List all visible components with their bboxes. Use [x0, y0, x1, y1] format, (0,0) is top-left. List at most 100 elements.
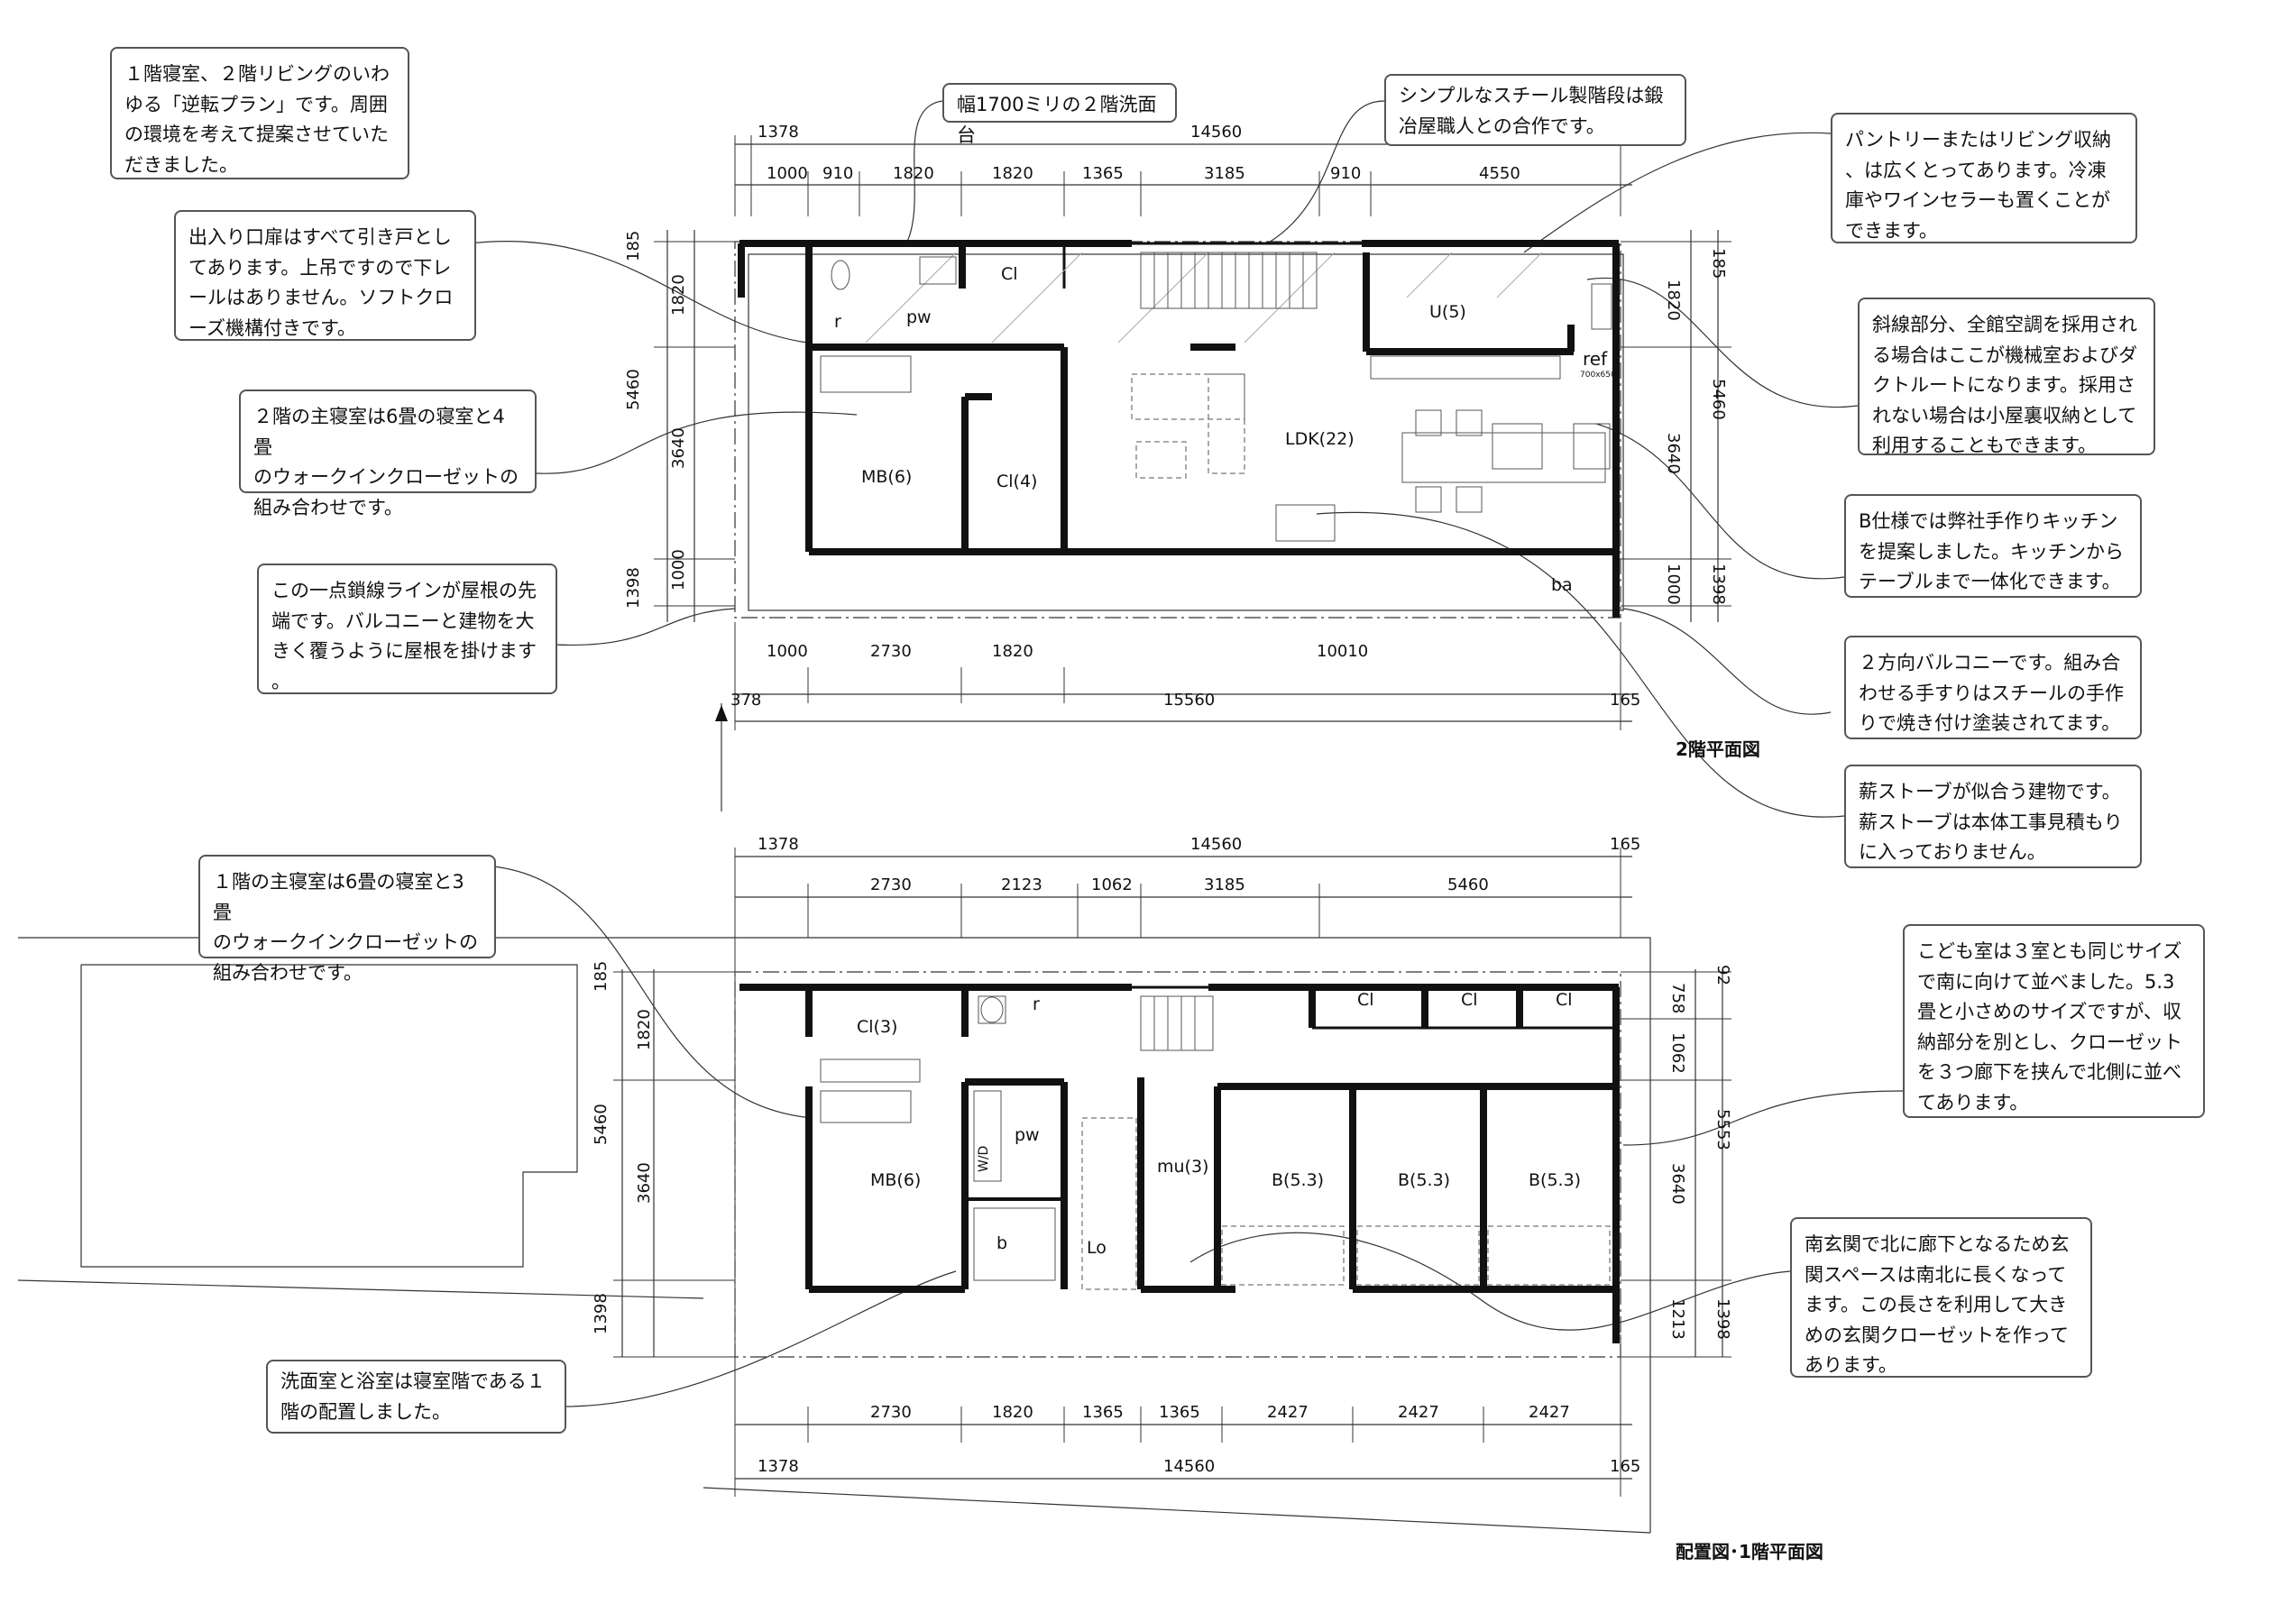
- f1-room-cl3: Cl(3): [857, 1017, 897, 1037]
- f1-room-r: r: [1033, 994, 1040, 1014]
- f1-room-pw: pw: [1015, 1125, 1040, 1145]
- f2-top-inner-4: 1365: [1082, 164, 1124, 183]
- f2-left-inner-2: 1000: [669, 549, 688, 591]
- note-children-rooms: こども室は３室とも同じサイズ で南に向けて並べました。5.3 畳と小さめのサイズ…: [1903, 924, 2205, 1118]
- f1-room-b1: B(5.3): [1272, 1170, 1324, 1190]
- f2-room-utility: U(5): [1429, 302, 1466, 322]
- f2-top-inner-3: 1820: [992, 164, 1033, 183]
- f1-right-outer-1: 5553: [1713, 1109, 1732, 1150]
- f2-room-cl: Cl: [1001, 264, 1018, 284]
- f2-room-ldk: LDK(22): [1285, 429, 1355, 449]
- note-entrance: 南玄関で北に廊下となるため玄 関スペースは南北に長くなって ます。この長さを利用…: [1790, 1217, 2092, 1378]
- f1-top-inner-3: 3185: [1204, 875, 1245, 894]
- f1-bottom-2: 1365: [1082, 1403, 1124, 1422]
- f2-top-inner-1: 910: [822, 164, 853, 183]
- f2-left-inner-1: 3640: [669, 427, 688, 469]
- f2-top-inner-7: 4550: [1479, 164, 1520, 183]
- f1-right-outer-0: 92: [1713, 965, 1732, 985]
- f2-right-inner-2: 1000: [1664, 564, 1683, 605]
- f2-room-mb: MB(6): [861, 467, 912, 487]
- f1-room-cl-b: Cl: [1461, 990, 1478, 1010]
- f1-top-inner-0: 2730: [870, 875, 912, 894]
- note-roof-line: この一点鎖線ラインが屋根の先 端です。バルコニーと建物を大 きく覆うように屋根を…: [257, 564, 557, 694]
- f2-bottom-3: 10010: [1317, 642, 1368, 661]
- f1-room-bath: b: [996, 1233, 1007, 1253]
- f1-total-1: 14560: [1163, 1457, 1215, 1476]
- f1-bottom-6: 2427: [1529, 1403, 1570, 1422]
- f1-left-inner-0: 1820: [635, 1009, 654, 1050]
- f1-right-inner-1: 1062: [1668, 1032, 1687, 1074]
- note-hatched-area: 斜線部分、全館空調を採用され る場合はここが機械室およびダ クトルートになります…: [1858, 298, 2155, 456]
- note-balcony: ２方向バルコニーです。組み合 わせる手すりはスチールの手作 りで焼き付け塗装され…: [1844, 636, 2142, 739]
- note-master-bedroom-2f: ２階の主寝室は6畳の寝室と4畳 のウォークインクローゼットの 組み合わせです。: [239, 389, 537, 518]
- f1-top-outer-0: 1378: [758, 835, 799, 854]
- f2-room-r: r: [834, 312, 841, 332]
- f1-room-b2: B(5.3): [1398, 1170, 1450, 1190]
- f1-room-b3: B(5.3): [1529, 1170, 1581, 1190]
- f2-bottom-2: 1820: [992, 642, 1033, 661]
- f2-total-0: 378: [730, 691, 761, 710]
- f1-left-outer-1: 5460: [592, 1104, 611, 1145]
- f2-bottom-1: 2730: [870, 642, 912, 661]
- f2-room-ref: ref: [1583, 348, 1608, 370]
- f2-total-1: 15560: [1163, 691, 1215, 710]
- f2-top-inner-5: 3185: [1204, 164, 1245, 183]
- note-wood-stove: 薪ストーブが似合う建物です。 薪ストーブは本体工事見積もり に入っておりません。: [1844, 765, 2142, 868]
- f2-top-inner-6: 910: [1330, 164, 1361, 183]
- f2-right-outer-2: 1398: [1709, 564, 1728, 605]
- f1-total-2: 165: [1610, 1457, 1640, 1476]
- f1-top-outer-2: 165: [1610, 835, 1640, 854]
- f1-total-0: 1378: [758, 1457, 799, 1476]
- f1-right-inner-3: 1213: [1668, 1298, 1687, 1340]
- f1-room-lo: Lo: [1087, 1238, 1107, 1258]
- f2-total-2: 165: [1610, 691, 1640, 710]
- note-reverse-plan: １階寝室、２階リビングのいわ ゆる「逆転プラン」です。周囲 の環境を考えて提案さ…: [110, 47, 409, 179]
- f1-top-inner-2: 1062: [1091, 875, 1133, 894]
- f1-left-outer-2: 1398: [592, 1293, 611, 1334]
- f2-top-inner-2: 1820: [893, 164, 934, 183]
- note-kitchen: B仕様では弊社手作りキッチン を提案しました。キッチンから テーブルまで一体化で…: [1844, 494, 2142, 598]
- f2-left-outer-0: 185: [624, 231, 643, 261]
- f1-top-inner-4: 5460: [1447, 875, 1489, 894]
- f1-bottom-3: 1365: [1159, 1403, 1200, 1422]
- f1-bottom-0: 2730: [870, 1403, 912, 1422]
- note-pantry: パントリーまたはリビング収納 、は広くとってあります。冷凍 庫やワインセラーも置…: [1831, 113, 2137, 243]
- f1-left-outer-0: 185: [592, 961, 611, 992]
- f2-room-ref-size: 700x650: [1580, 371, 1616, 380]
- f1-right-inner-0: 758: [1668, 983, 1687, 1013]
- f1-bottom-5: 2427: [1398, 1403, 1439, 1422]
- f2-right-inner-1: 3640: [1664, 433, 1683, 474]
- f1-room-cl-c: Cl: [1556, 990, 1573, 1010]
- f2-top-outer-0: 1378: [758, 123, 799, 142]
- f2-room-pw: pw: [906, 307, 932, 327]
- f2-room-ba: ba: [1551, 575, 1573, 595]
- note-bathroom: 洗面室と浴室は寝室階である１ 階の配置しました。: [266, 1360, 566, 1434]
- f1-right-outer-2: 1398: [1713, 1298, 1732, 1340]
- note-washbasin: 幅1700ミリの２階洗面台: [942, 83, 1177, 146]
- f1-room-mb: MB(6): [870, 1170, 921, 1190]
- f1-left-inner-1: 3640: [635, 1162, 654, 1204]
- f2-top-outer-1: 14560: [1190, 123, 1242, 142]
- f1-room-wd: W/D: [977, 1146, 991, 1172]
- f1-top-inner-1: 2123: [1001, 875, 1042, 894]
- f2-bottom-0: 1000: [767, 642, 808, 661]
- note-master-bedroom-1f: １階の主寝室は6畳の寝室と3畳 のウォークインクローゼットの 組み合わせです。: [198, 855, 496, 984]
- f1-right-inner-2: 3640: [1668, 1163, 1687, 1205]
- floor1-title: 配置図･1階平面図: [1676, 1541, 1823, 1562]
- f2-room-cl4: Cl(4): [996, 472, 1037, 491]
- f1-room-cl-a: Cl: [1357, 990, 1374, 1010]
- f2-right-outer-0: 185: [1709, 248, 1728, 279]
- f1-room-mu: mu(3): [1157, 1157, 1208, 1177]
- floor2-title: 2階平面図: [1676, 738, 1760, 760]
- f2-left-outer-1: 5460: [624, 369, 643, 410]
- f2-left-inner-0: 1820: [669, 274, 688, 316]
- f2-right-inner-0: 1820: [1664, 279, 1683, 321]
- f2-top-inner-0: 1000: [767, 164, 808, 183]
- note-steel-stairs: シンプルなスチール製階段は鍛 冶屋職人との合作です。: [1384, 74, 1686, 146]
- f1-top-outer-1: 14560: [1190, 835, 1242, 854]
- f2-right-outer-1: 5460: [1709, 379, 1728, 420]
- f2-left-outer-2: 1398: [624, 567, 643, 609]
- note-sliding-doors: 出入り口扉はすべて引き戸とし てあります。上吊ですので下レ ールはありません。ソ…: [174, 210, 476, 341]
- f1-bottom-1: 1820: [992, 1403, 1033, 1422]
